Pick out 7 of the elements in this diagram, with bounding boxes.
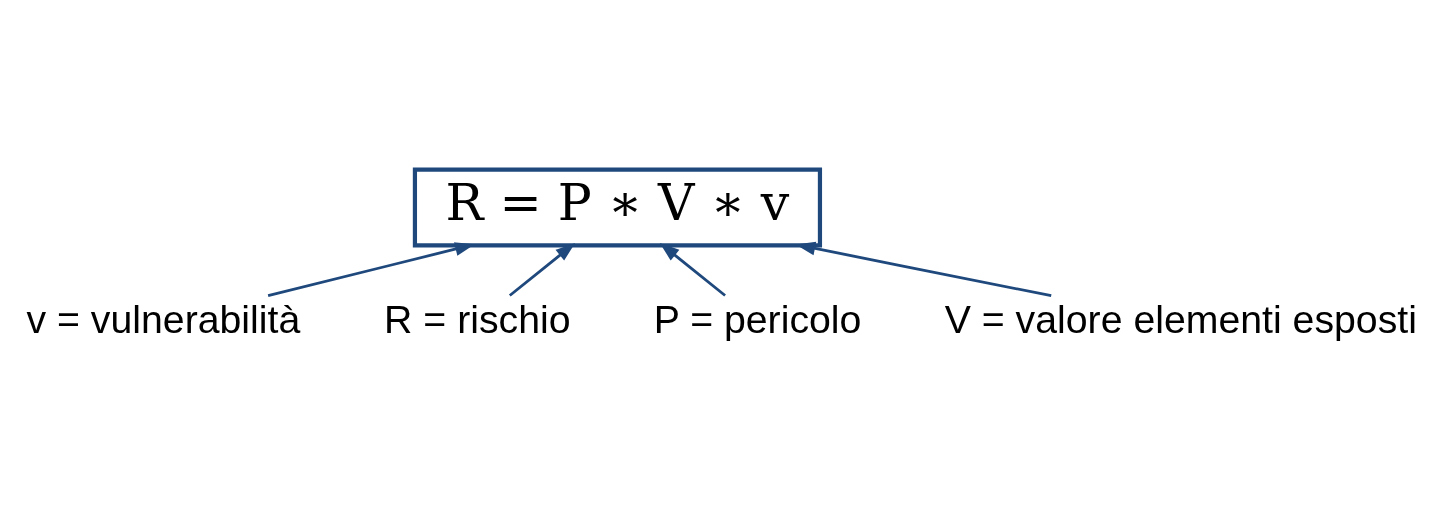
node-box: R = P ∗ V ∗ v [412, 167, 823, 247]
arrow [659, 242, 726, 297]
arrow [508, 242, 576, 297]
node-text: v = vulnerabilità [26, 296, 301, 341]
node-text: P = pericolo [653, 296, 862, 341]
node-text: V = valore elementi esposti [944, 296, 1417, 341]
node-text: R = rischio [384, 296, 571, 341]
